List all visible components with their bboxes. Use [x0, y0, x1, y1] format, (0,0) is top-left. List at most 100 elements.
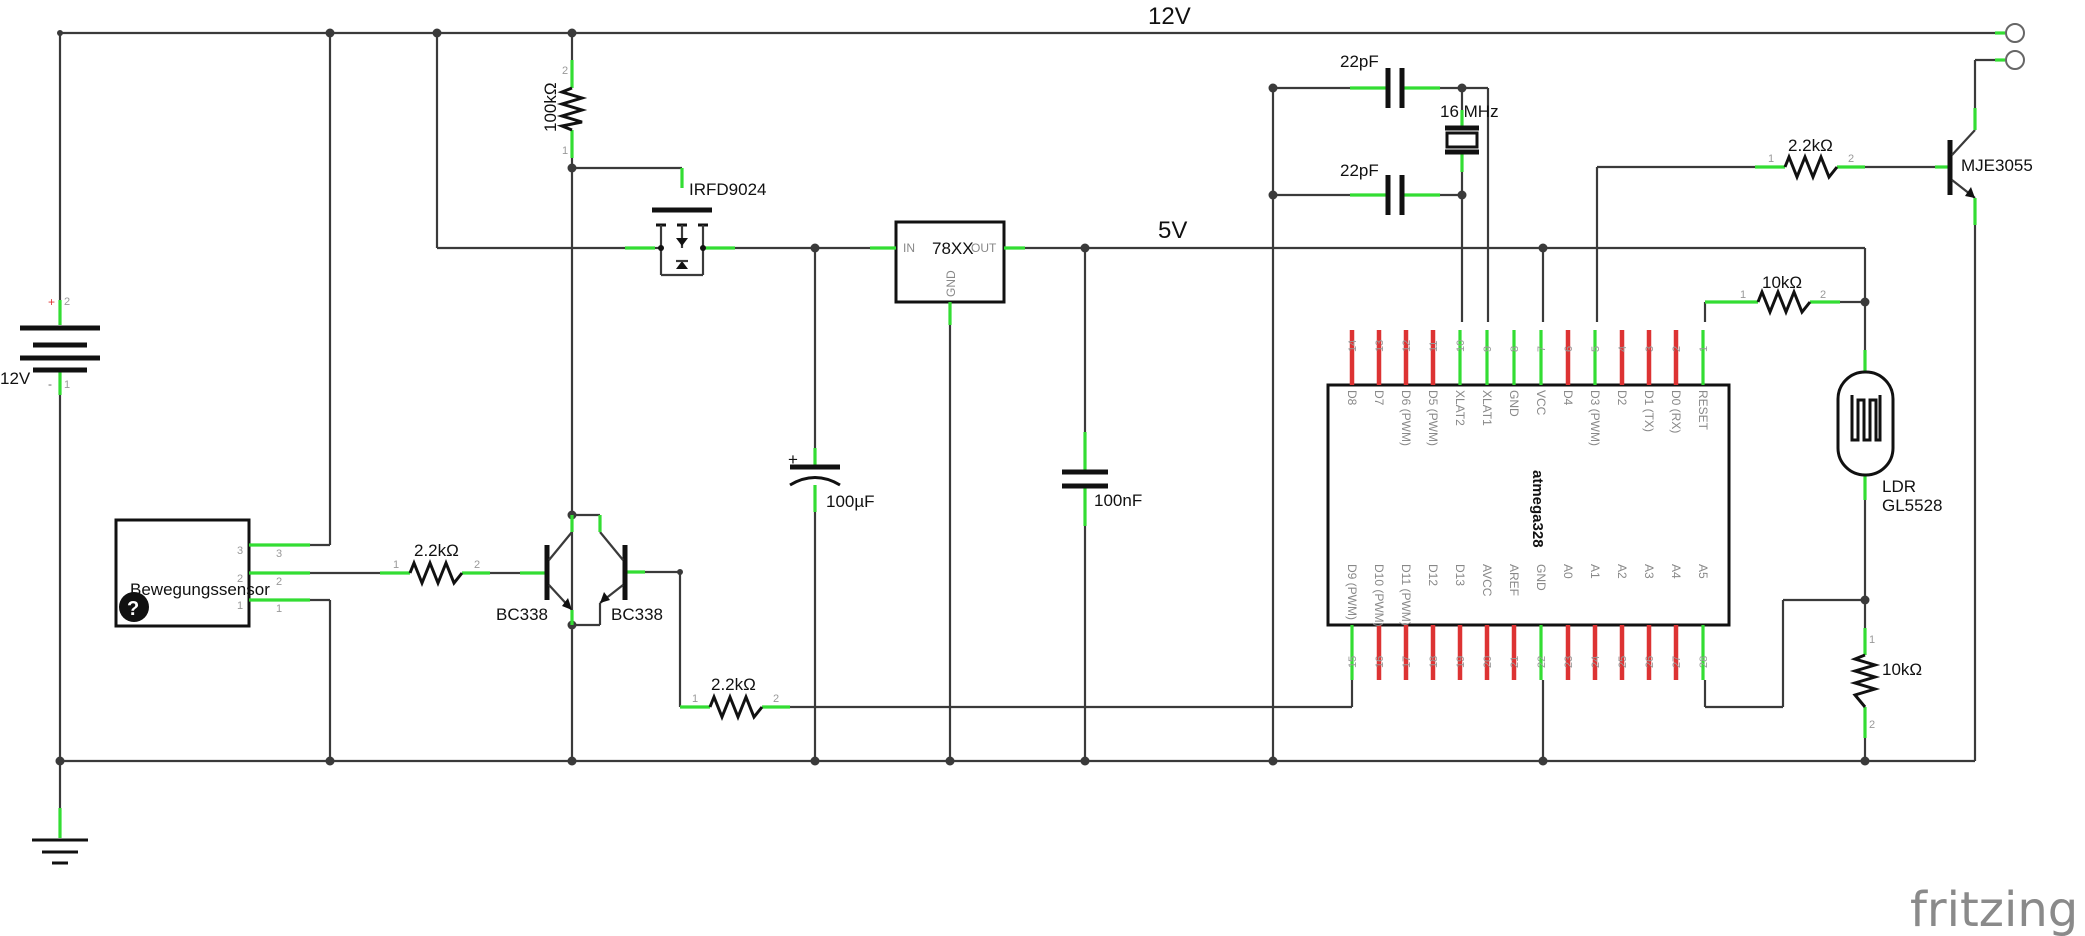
resistor-output: 2.2kΩ 1 2 [680, 675, 790, 722]
resistor-base-1-pin2: 2 [474, 559, 480, 571]
mosfet-label: IRFD9024 [689, 180, 766, 199]
mcu-pin-1-number: 1 [1698, 346, 1710, 352]
mcu-pin-16-name: D10 (PWM) [1372, 564, 1386, 627]
mcu-pin-2-number: 2 [1671, 346, 1683, 352]
mcu-pin-24-name: A1 [1588, 564, 1602, 579]
regulator-in: IN [903, 241, 915, 255]
ground-icon [32, 808, 88, 865]
help-icon-glyph: ? [127, 598, 139, 620]
transistor-q1-label: BC338 [496, 605, 548, 624]
fritzing-logo: fritzing [1910, 882, 2078, 936]
voltage-regulator: 78XX IN OUT GND [870, 220, 1025, 325]
mcu-pin-28-number: 28 [1698, 656, 1710, 668]
mcu-pin-19-name: D13 [1453, 564, 1467, 586]
pir-pin-2: 2 [237, 573, 243, 585]
mcu-pin-25-number: 25 [1617, 656, 1629, 668]
mcu-pin-26-name: A3 [1642, 564, 1656, 579]
battery-plus-mark: + [48, 295, 55, 309]
mcu-pin-10-name: XLAT2 [1453, 390, 1467, 426]
mcu-pin-14-number: 14 [1347, 340, 1359, 352]
transistor-q1: BC338 [496, 515, 574, 625]
mcu-pin-17-number: 17 [1401, 656, 1413, 668]
resistor-reset-label: 10kΩ [1762, 273, 1802, 292]
mcu-pin-15-number: 15 [1347, 656, 1359, 668]
mcu-bottom-pins: 15 D9 (PWM) 16 D10 (PWM) 17 D11 (PWM) 18 D12 19 D… [1345, 564, 1710, 680]
resistor-pullup-pin1: 1 [562, 145, 568, 157]
crystal: 16 MHz [1440, 102, 1499, 172]
motion-sensor: Bewegungssensor ? 3 2 1 3 2 1 [114, 518, 310, 628]
mcu-pin-27-number: 27 [1671, 656, 1683, 668]
resistor-base-2: 2.2kΩ 1 2 [1755, 136, 1865, 182]
resistor-divider-pin2: 2 [1869, 719, 1875, 731]
mcu-pin-17-name: D11 (PWM) [1399, 564, 1413, 626]
crystal-label: 16 MHz [1440, 102, 1499, 121]
regulator-gnd: GND [944, 270, 958, 297]
mcu-pin-7-name: VCC [1534, 390, 1548, 416]
capacitor-crystal-1: 22pF [1340, 52, 1440, 108]
mcu-pin-8-name: GND [1507, 390, 1521, 417]
motion-sensor-label: Bewegungssensor [130, 580, 270, 599]
battery-label: 12V [0, 369, 31, 388]
mcu-pin-20-name: AVCC [1480, 564, 1494, 597]
mcu-pin-3-number: 3 [1644, 346, 1656, 352]
mcu-pin-19-number: 19 [1455, 656, 1467, 668]
mcu-pin-11-name: D5 (PWM) [1426, 390, 1440, 446]
capacitor-bulk-label: 100µF [826, 492, 875, 511]
mcu-pin-10-number: 10 [1455, 340, 1467, 352]
mcu-pin-15-name: D9 (PWM) [1345, 564, 1359, 620]
resistor-base-2-pin1: 1 [1768, 153, 1774, 165]
capacitor-bulk-plus: + [788, 450, 798, 469]
battery-minus-mark: - [48, 377, 52, 391]
mcu-pin-6-number: 6 [1563, 346, 1575, 352]
pir-pin-2-out: 2 [276, 576, 282, 588]
transistor-q3: MJE3055 [1935, 108, 2033, 225]
mcu-pin-23-name: A0 [1561, 564, 1575, 579]
transistor-q3-label: MJE3055 [1961, 156, 2033, 175]
help-icon [119, 592, 149, 622]
resistor-divider-pin1: 1 [1869, 634, 1875, 646]
pir-pin-1-out: 1 [276, 603, 282, 615]
capacitor-decoupling: 100nF [1062, 432, 1142, 526]
resistor-base-2-label: 2.2kΩ [1788, 136, 1833, 155]
mcu-pin-25-name: A2 [1615, 564, 1629, 579]
resistor-base-1-label: 2.2kΩ [414, 541, 459, 560]
mcu-pin-24-number: 24 [1590, 656, 1602, 668]
mcu-pin-5-name: D3 (PWM) [1588, 390, 1602, 446]
battery-pin-plus: 2 [64, 296, 70, 308]
resistor-output-pin2: 2 [773, 693, 779, 705]
mosfet: IRFD9024 [625, 168, 766, 277]
mcu-pin-22-name: GND [1534, 564, 1548, 591]
capacitor-crystal-2-label: 22pF [1340, 161, 1379, 180]
resistor-reset-pin1: 1 [1740, 289, 1746, 301]
resistor-pullup: 100kΩ 2 1 [541, 60, 588, 158]
ldr-label-1: LDR [1882, 477, 1916, 496]
capacitor-decoupling-label: 100nF [1094, 491, 1142, 510]
regulator-out: OUT [971, 241, 997, 255]
mcu-pin-4-number: 4 [1617, 346, 1629, 352]
mcu-pin-9-number: 9 [1482, 346, 1494, 352]
mcu-pin-16-number: 16 [1374, 656, 1386, 668]
resistor-divider: 10kΩ 1 2 [1849, 628, 1922, 738]
mcu-pin-28-name: A5 [1696, 564, 1710, 579]
capacitor-crystal-2: 22pF [1340, 161, 1440, 215]
mcu-pin-18-number: 18 [1428, 656, 1440, 668]
mcu-pin-4-name: D2 [1615, 390, 1629, 406]
mcu-pin-5-number: 5 [1590, 346, 1602, 352]
mcu-pin-20-number: 20 [1482, 656, 1494, 668]
capacitor-bulk: + 100µF [788, 448, 875, 512]
resistor-output-pin1: 1 [692, 693, 698, 705]
battery-12v: + - 2 1 12V [0, 295, 100, 395]
mcu-pin-6-name: D4 [1561, 390, 1575, 406]
resistor-output-label: 2.2kΩ [711, 675, 756, 694]
mcu-pin-8-number: 8 [1509, 346, 1521, 352]
output-terminals[interactable] [1995, 23, 2025, 70]
mcu-pin-18-name: D12 [1426, 564, 1440, 586]
mcu-pin-26-number: 26 [1644, 656, 1656, 668]
rail-label-5v: 5V [1158, 217, 1187, 244]
pir-pin-3: 3 [237, 545, 243, 557]
resistor-base-1: 2.2kΩ 1 2 [380, 541, 490, 588]
battery-pin-minus: 1 [64, 379, 70, 391]
mcu-pin-11-number: 11 [1428, 341, 1440, 352]
